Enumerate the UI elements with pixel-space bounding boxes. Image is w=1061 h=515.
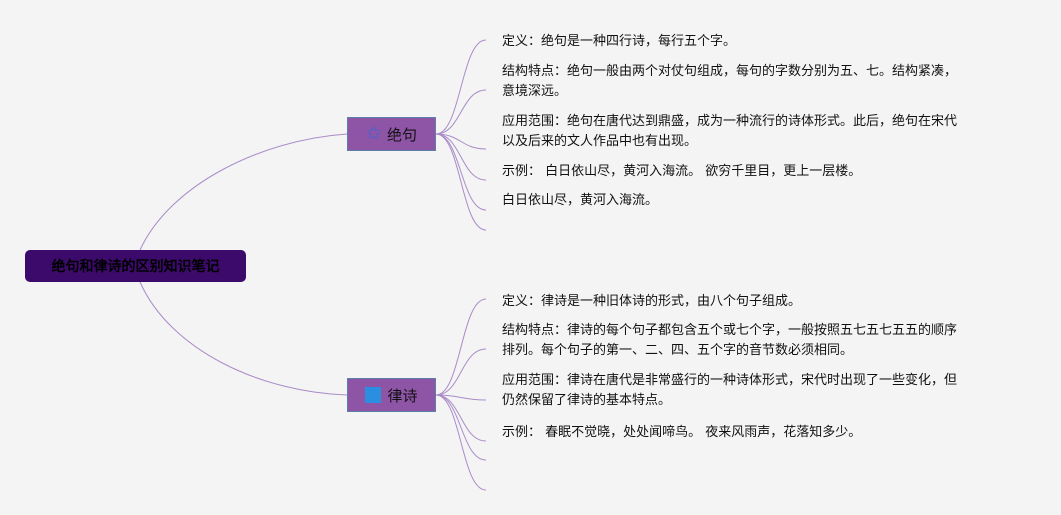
connector-branch1-leaf3 — [435, 394, 487, 442]
leaf-jueju-definition[interactable]: 定义：绝句是一种四行诗，每行五个字。 — [502, 34, 737, 49]
star-icon: ✩ — [365, 123, 382, 144]
connector-branch0-leaf3 — [435, 133, 487, 181]
root-node[interactable]: 绝句和律诗的区别知识笔记 — [25, 250, 246, 282]
connector-branch0-leaf2 — [435, 133, 487, 150]
connector-branch1-leaf5 — [435, 394, 487, 491]
branch-node-jueju[interactable]: ✩ 绝句 — [347, 117, 436, 151]
connector-branch0-leaf0 — [435, 39, 487, 135]
leaf-lushi-definition[interactable]: 定义：律诗是一种旧体诗的形式，由八个句子组成。 — [502, 294, 802, 309]
connector-branch1-leaf0 — [435, 298, 487, 396]
root-node-label: 绝句和律诗的区别知识笔记 — [51, 259, 220, 275]
leaf-jueju-example[interactable]: 示例： 白日依山尽，黄河入海流。 欲穷千里目，更上一层楼。 — [502, 164, 862, 179]
leaf-lushi-usage[interactable]: 应用范围：律诗在唐代是非常盛行的一种诗体形式，宋代时出现了一些变化，但 仍然保留… — [502, 373, 958, 408]
leaf-lushi-example[interactable]: 示例： 春眠不觉晓，处处闻啼鸟。 夜来风雨声，花落知多少。 — [502, 425, 862, 440]
connector-branch0-leaf5 — [435, 133, 487, 231]
leaf-jueju-usage[interactable]: 应用范围：绝句在唐代达到鼎盛，成为一种流行的诗体形式。此后，绝句在宋代 以及后来… — [502, 114, 958, 149]
connector-root-jueju — [139, 133, 348, 251]
branch-node-lushi[interactable]: 律诗 — [347, 378, 436, 412]
connector-branch1-leaf4 — [435, 394, 487, 461]
leaf-jueju-extra[interactable]: 白日依山尽，黄河入海流。 — [502, 193, 659, 208]
connector-branch0-leaf4 — [435, 133, 487, 211]
branch-label-jueju: 绝句 — [387, 125, 418, 144]
connector-branch0-leaf1 — [435, 89, 487, 135]
branch-label-lushi: 律诗 — [387, 386, 418, 405]
leaf-lushi-structure[interactable]: 结构特点：律诗的每个句子都包含五个或七个字，一般按照五七五七五五的顺序 排列。每… — [502, 323, 958, 358]
connector-branch1-leaf2 — [435, 394, 487, 401]
connector-root-lushi — [139, 281, 348, 396]
blue-square-icon — [365, 387, 382, 403]
connector-branch1-leaf1 — [435, 348, 487, 396]
leaf-jueju-structure[interactable]: 结构特点：绝句一般由两个对仗句组成，每句的字数分别为五、七。结构紧凑， 意境深远… — [502, 64, 958, 99]
